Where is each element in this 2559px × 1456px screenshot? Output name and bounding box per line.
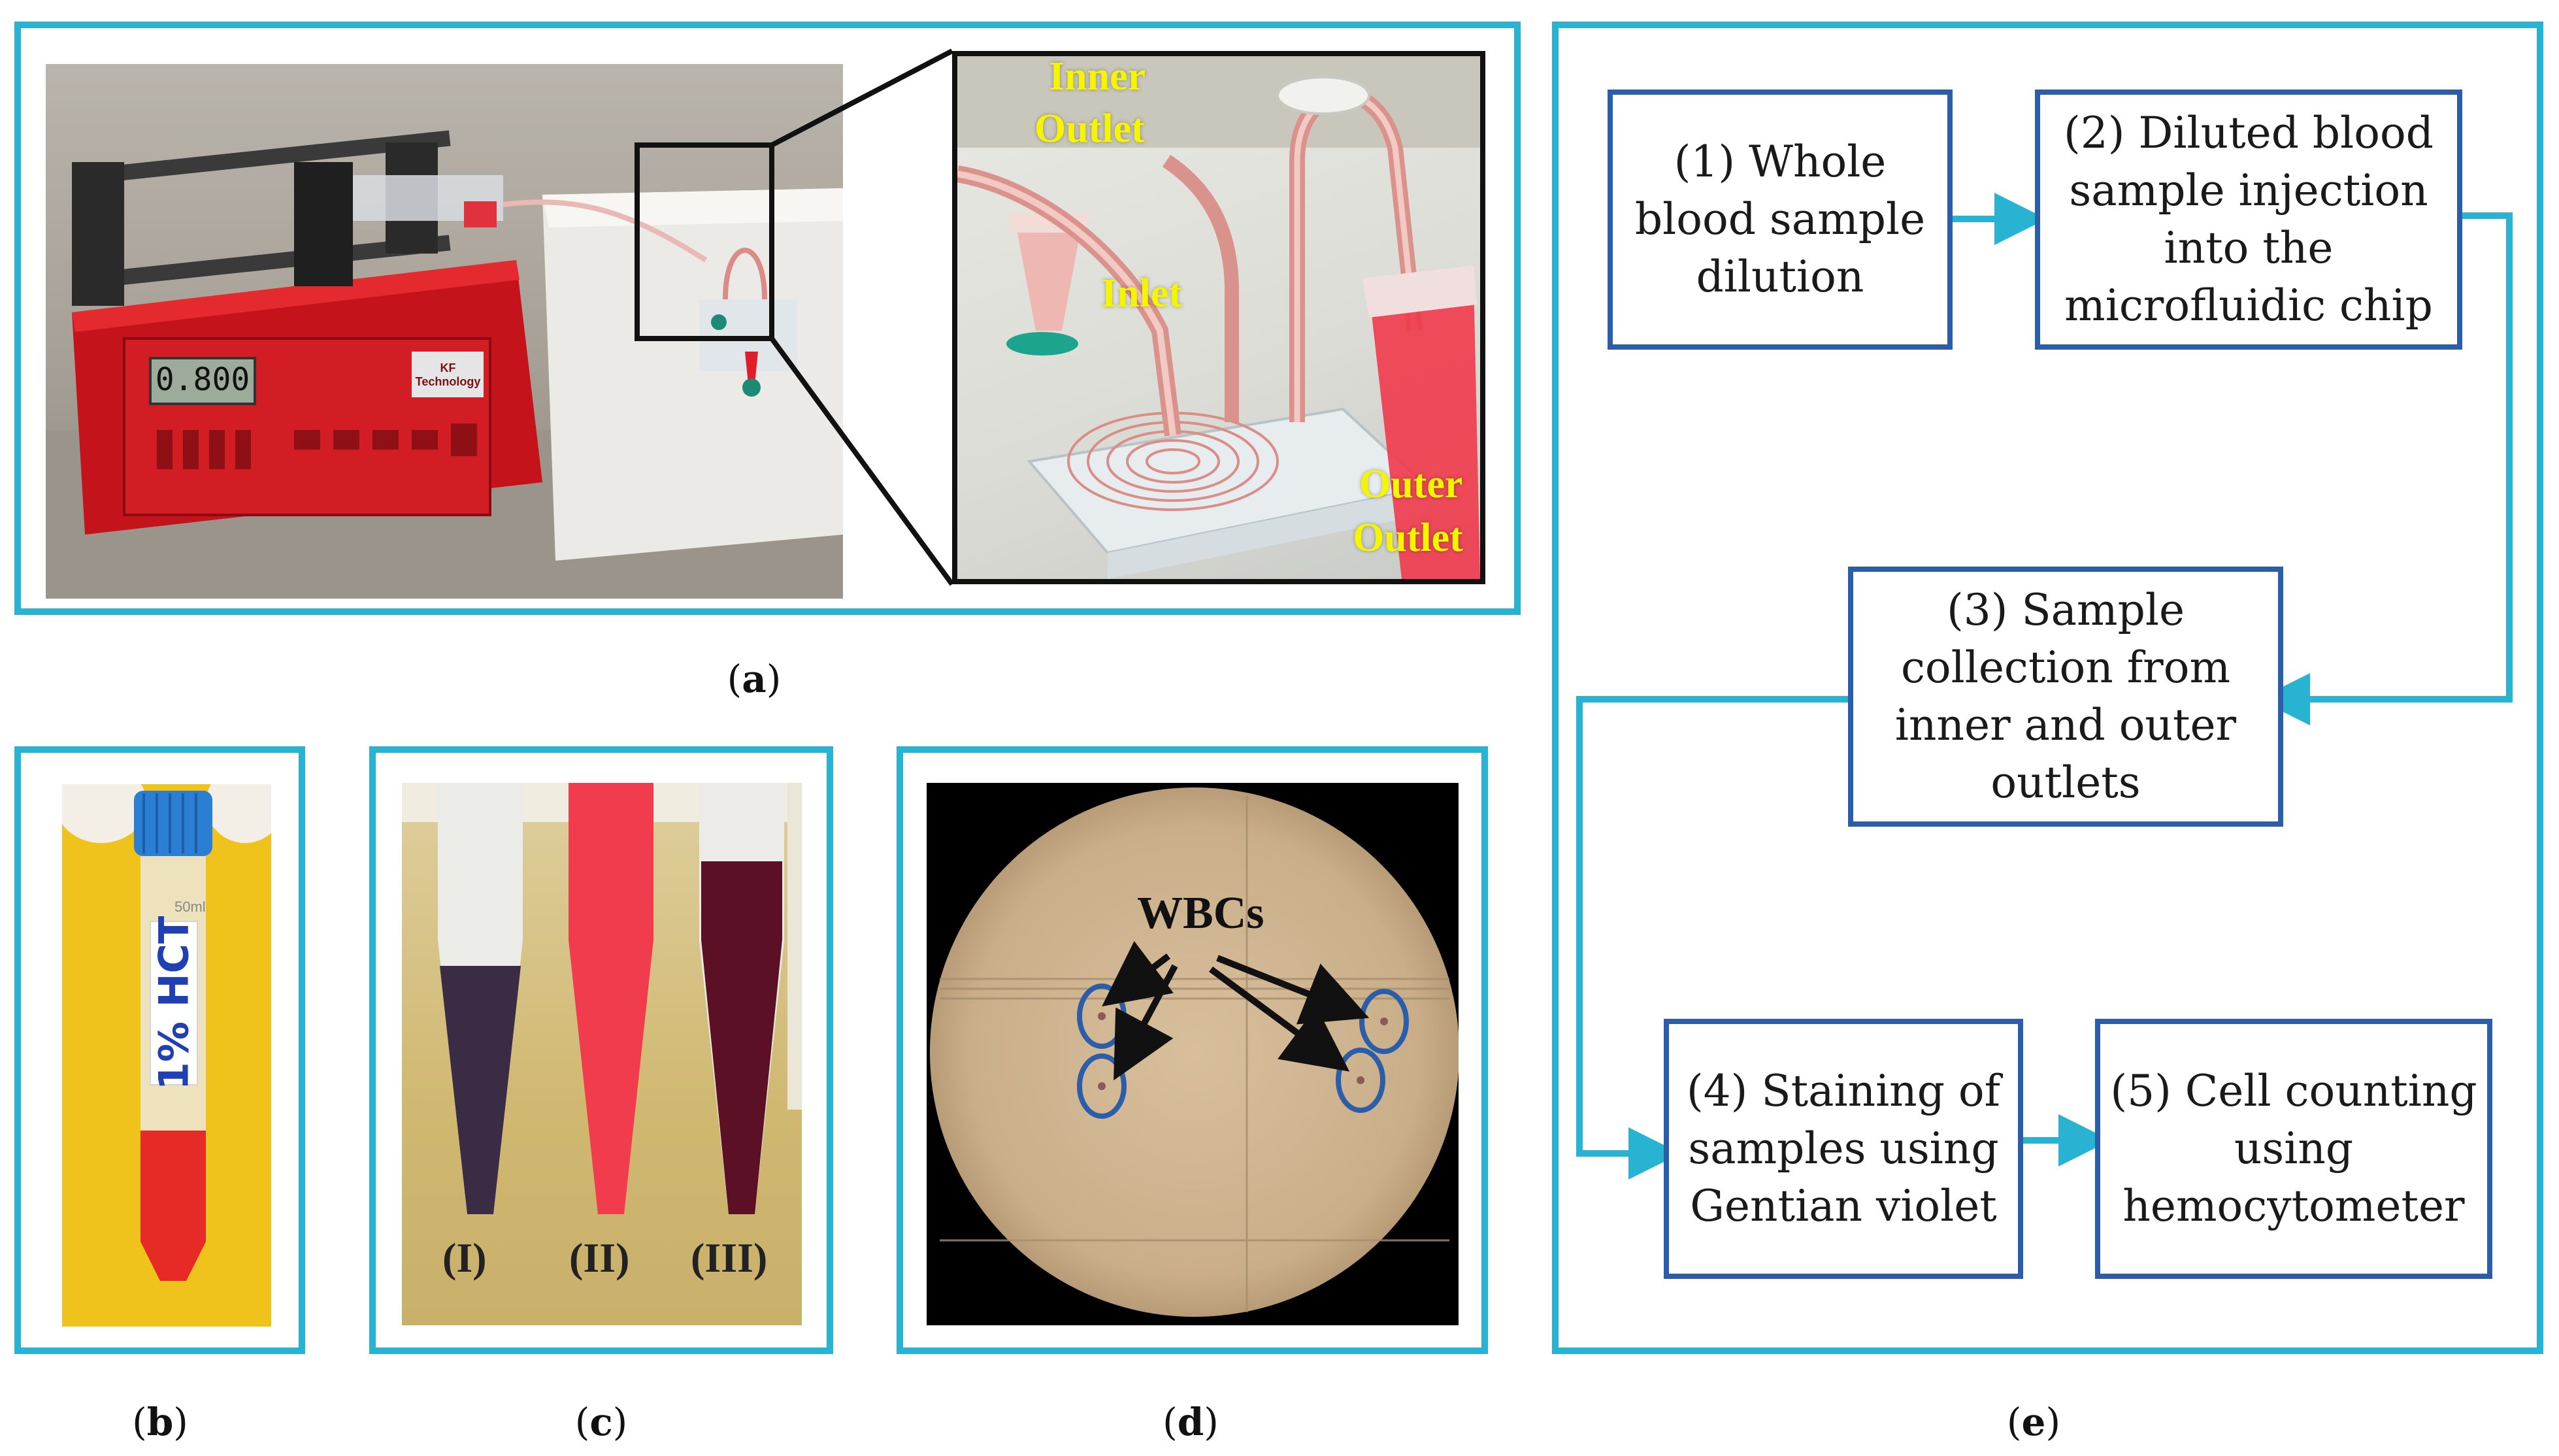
panel-b-caption-letter: b: [146, 1400, 174, 1444]
panel-a-caption-letter: a: [742, 657, 767, 701]
flow-step-4-text: (4) Staining of samples using Gentian vi…: [1686, 1066, 2001, 1231]
label-inner-outlet: Inner Outlet: [1034, 54, 1146, 157]
tube-label-III: (III): [691, 1234, 768, 1281]
chip-drawing: [957, 56, 1480, 579]
microfluidic-chip-photo: Inner Outlet Inlet Outer Outlet: [952, 51, 1485, 584]
flow-step-5: (5) Cell counting using hemocytometer: [2095, 1019, 2492, 1279]
wbc-circles: [1077, 984, 1409, 1119]
flow-step-3-text: (3) Sample collection from inner and out…: [1894, 585, 2237, 808]
centrifuged-tubes-photo: (I) (II) (III): [402, 783, 802, 1325]
pump-display-readout: 0.800: [155, 361, 250, 398]
label-outer-outlet: Outer Outlet: [1353, 456, 1463, 566]
syringe-pump-drawing: [46, 130, 843, 599]
flow-step-5-text: (5) Cell counting using hemocytometer: [2110, 1066, 2477, 1231]
panel-d-caption: (d): [1163, 1400, 1219, 1444]
tube-label-II: (II): [569, 1234, 630, 1281]
flow-step-2: (2) Diluted blood sample injection into …: [2035, 90, 2462, 350]
microscope-photo: WBCs: [927, 783, 1459, 1325]
syringe-pump-photo: 0.800 KF Technology: [46, 64, 843, 599]
label-outer-outlet-line1: Outer: [1359, 462, 1463, 506]
label-outer-outlet-line2: Outlet: [1353, 516, 1463, 560]
wbc-annotation: WBCs: [1137, 888, 1264, 938]
panel-b-caption: (b): [132, 1400, 188, 1444]
label-inlet: Inlet: [1101, 271, 1182, 316]
label-inner-outlet-line1: Inner: [1049, 54, 1146, 99]
tube-volume-label: 50ml: [174, 899, 206, 915]
flow-step-2-text: (2) Diluted blood sample injection into …: [2064, 108, 2434, 331]
panel-e-caption-letter: e: [2021, 1400, 2046, 1444]
tube-label-I: (I): [442, 1234, 487, 1281]
label-inner-outlet-line2: Outlet: [1034, 107, 1145, 151]
hct-tube-label: 1% HCT: [150, 916, 198, 1091]
flow-step-1: (1) Whole blood sample dilution: [1608, 90, 1953, 350]
centrifuged-tubes-drawing: [402, 783, 802, 1214]
pump-brand-label: KF Technology: [415, 361, 481, 388]
hct-tube-drawing: [62, 784, 271, 1281]
panel-c-caption: (c): [574, 1400, 628, 1444]
panel-c-caption-letter: c: [589, 1400, 613, 1444]
microscope-drawing: [930, 787, 1459, 1317]
panel-e-caption: (e): [2006, 1400, 2061, 1444]
hct-tube-photo: 50ml 1% HCT: [62, 784, 271, 1327]
flow-step-3: (3) Sample collection from inner and out…: [1848, 567, 2283, 827]
panel-d-caption-letter: d: [1177, 1400, 1204, 1444]
flow-step-1-text: (1) Whole blood sample dilution: [1634, 137, 1926, 302]
panel-a-caption: (a): [727, 657, 782, 701]
flow-step-4: (4) Staining of samples using Gentian vi…: [1664, 1019, 2023, 1279]
